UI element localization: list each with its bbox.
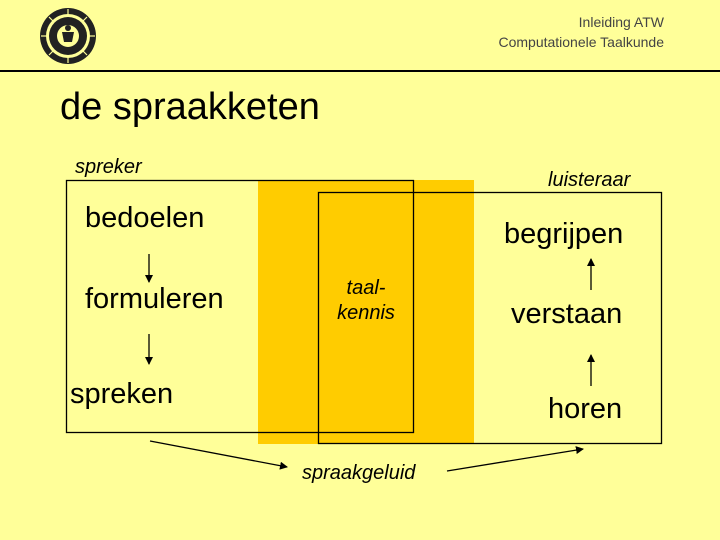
listener-label: luisteraar bbox=[548, 169, 631, 191]
listener-step-begrijpen: begrijpen bbox=[504, 218, 624, 250]
speaker-step-bedoelen: bedoelen bbox=[85, 202, 205, 234]
listener-box bbox=[317, 191, 663, 445]
page-title: de spraakketen bbox=[60, 86, 320, 128]
knowledge-band bbox=[258, 180, 474, 444]
knowledge-line-1: taal- bbox=[346, 277, 386, 299]
knowledge-label: taal- kennis bbox=[316, 276, 416, 326]
speaker-step-formuleren: formuleren bbox=[85, 283, 224, 315]
speaker-box bbox=[65, 179, 415, 434]
header-line-1: Inleiding ATW bbox=[578, 14, 664, 30]
listener-step-verstaan: verstaan bbox=[511, 298, 623, 330]
header-divider bbox=[0, 70, 720, 72]
knowledge-line-2: kennis bbox=[337, 302, 395, 324]
listener-step-horen: horen bbox=[548, 393, 623, 425]
header-line-2: Computationele Taalkunde bbox=[498, 34, 664, 50]
university-seal-icon bbox=[40, 8, 96, 64]
arrow-from-sound bbox=[446, 446, 584, 472]
arrow-to-sound bbox=[149, 440, 288, 470]
speaker-label: spreker bbox=[75, 156, 142, 178]
speech-sound-label: spraakgeluid bbox=[302, 462, 416, 484]
speaker-step-spreken: spreken bbox=[70, 378, 174, 410]
